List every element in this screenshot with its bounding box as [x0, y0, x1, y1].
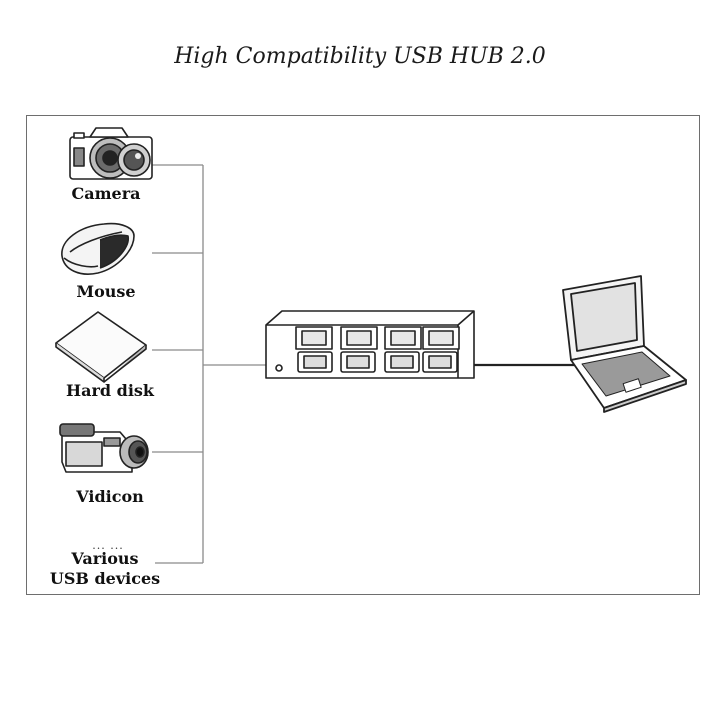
hard-disk-icon [55, 311, 147, 383]
mouse-icon [61, 222, 135, 275]
device-label-mouse: Mouse [76, 282, 136, 301]
ellipsis-text: ... ... [92, 539, 124, 552]
device-label-various: Various USB devices [35, 549, 175, 589]
various-line-1: Various [71, 549, 139, 568]
usb-hub-icon [265, 310, 475, 379]
device-label-camera: Camera [71, 184, 141, 203]
connection-lines [152, 164, 266, 564]
device-label-hard-disk: Hard disk [65, 381, 155, 400]
hub-ports [295, 326, 460, 373]
diagram-title: High Compatibility USB HUB 2.0 [174, 44, 546, 69]
vidicon-icon [59, 423, 149, 473]
laptop-icon [562, 275, 687, 413]
camera-icon [69, 127, 153, 180]
diagram-frame [26, 115, 700, 595]
various-line-2: USB devices [49, 569, 161, 588]
device-label-vidicon: Vidicon [76, 487, 144, 506]
